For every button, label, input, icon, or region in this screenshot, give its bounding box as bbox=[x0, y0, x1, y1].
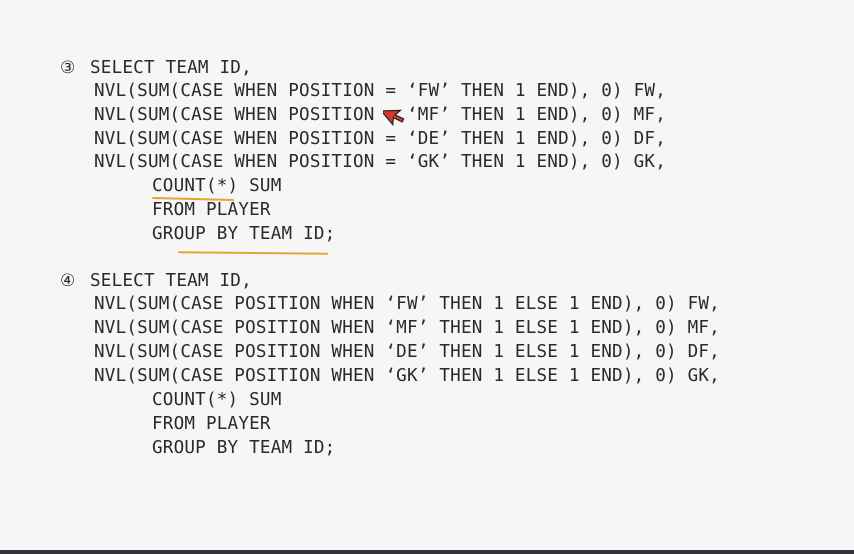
query-4-line-5: NVL(SUM(CASE POSITION WHEN ‘GK’ THEN 1 E… bbox=[94, 366, 720, 386]
query-4-line-1: ④ SELECT TEAM ID, bbox=[60, 270, 252, 292]
query-3-line-2: NVL(SUM(CASE WHEN POSITION = ‘FW’ THEN 1… bbox=[94, 81, 666, 101]
query-3-line-5: NVL(SUM(CASE WHEN POSITION = ‘GK’ THEN 1… bbox=[94, 152, 666, 172]
query-3-line-4: NVL(SUM(CASE WHEN POSITION = ‘DE’ THEN 1… bbox=[94, 129, 666, 149]
query-4-select: SELECT TEAM ID, bbox=[90, 271, 252, 291]
query-3-line-8: GROUP BY TEAM ID; bbox=[152, 224, 336, 244]
query-3-line-7: FROM PLAYER bbox=[152, 200, 271, 220]
query-3-select: SELECT TEAM ID, bbox=[90, 58, 252, 78]
query-4-line-2: NVL(SUM(CASE POSITION WHEN ‘FW’ THEN 1 E… bbox=[94, 294, 720, 314]
query-3-line-3: NVL(SUM(CASE WHEN POSITION = ‘MF’ THEN 1… bbox=[94, 105, 666, 125]
query-3-line-1: ③ SELECT TEAM ID, bbox=[60, 57, 252, 79]
query-4-line-7: FROM PLAYER bbox=[152, 414, 271, 434]
query-4-line-6: COUNT(*) SUM bbox=[152, 390, 282, 410]
query-3-marker: ③ bbox=[60, 58, 76, 78]
query-4-line-4: NVL(SUM(CASE POSITION WHEN ‘DE’ THEN 1 E… bbox=[94, 342, 720, 362]
mouse-pointer-icon bbox=[383, 109, 405, 127]
query-3-line-6: COUNT(*) SUM bbox=[152, 176, 282, 196]
query-4-marker: ④ bbox=[60, 271, 76, 291]
query-4-line-3: NVL(SUM(CASE POSITION WHEN ‘MF’ THEN 1 E… bbox=[94, 318, 720, 338]
bottom-bar bbox=[0, 550, 854, 554]
group-by-underline bbox=[177, 251, 329, 255]
query-4-line-8: GROUP BY TEAM ID; bbox=[152, 438, 336, 458]
